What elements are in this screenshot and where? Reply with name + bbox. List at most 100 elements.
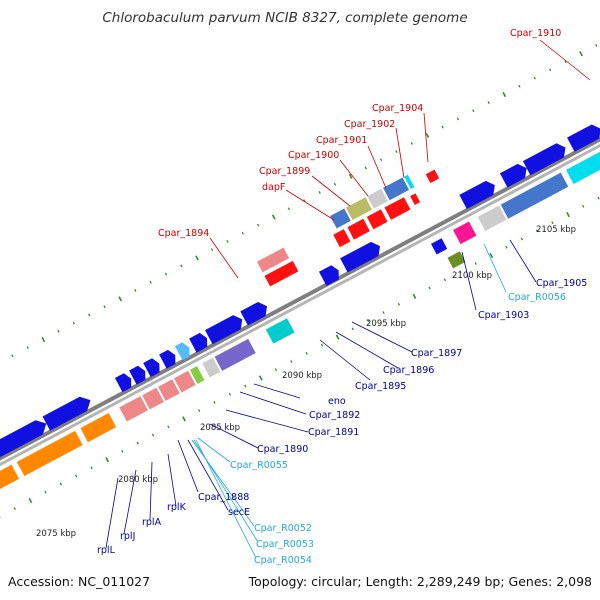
tick-mark xyxy=(257,223,260,227)
tick-mark xyxy=(134,289,137,292)
tick-mark xyxy=(274,368,278,372)
gene-arrow[interactable] xyxy=(447,251,466,269)
forward-strand xyxy=(0,122,600,458)
gene-label[interactable]: Cpar_1905 xyxy=(536,278,587,289)
gene-label[interactable]: Cpar_1896 xyxy=(383,365,434,376)
gene-arrow[interactable] xyxy=(202,357,221,378)
gene-label[interactable]: Cpar_R0056 xyxy=(508,292,566,303)
gene-arrow[interactable] xyxy=(425,169,440,184)
gene-arrow[interactable] xyxy=(566,149,600,184)
genome-track xyxy=(0,43,600,521)
tick-mark xyxy=(474,262,477,265)
gene-label[interactable]: secE xyxy=(228,507,250,518)
gene-label[interactable]: Cpar_1904 xyxy=(372,103,423,114)
gene-arrow[interactable] xyxy=(500,172,569,219)
gene-label[interactable]: Cpar_1891 xyxy=(308,427,359,438)
gene-arrow[interactable] xyxy=(143,356,163,378)
gene-label[interactable]: Cpar_1888 xyxy=(198,492,249,503)
tick-mark xyxy=(290,360,293,363)
gene-label[interactable]: Cpar_1892 xyxy=(309,410,360,421)
scale-label: 2085 kbp xyxy=(200,423,240,433)
tick-mark xyxy=(320,343,324,347)
tick-mark xyxy=(258,375,263,381)
gene-arrow[interactable] xyxy=(345,197,372,220)
gene-arrow[interactable] xyxy=(459,178,498,210)
gene-arrow[interactable] xyxy=(159,348,179,369)
gene-label[interactable]: Cpar_R0053 xyxy=(256,539,314,550)
gene-arrow[interactable] xyxy=(114,371,135,393)
gene-label[interactable]: Cpar_1899 xyxy=(259,166,310,177)
tick-track-upper xyxy=(11,43,598,358)
tick-mark xyxy=(366,319,370,323)
gene-arrow[interactable] xyxy=(256,247,290,273)
gene-arrow[interactable] xyxy=(0,416,50,458)
gene-arrow[interactable] xyxy=(264,260,299,287)
gene-arrow[interactable] xyxy=(158,379,180,401)
gene-arrow[interactable] xyxy=(205,312,246,345)
gene-arrow[interactable] xyxy=(453,221,477,245)
tick-mark xyxy=(88,313,91,317)
tick-mark xyxy=(244,384,247,388)
gene-arrow[interactable] xyxy=(80,413,117,443)
tick-mark xyxy=(305,351,308,355)
gene-label[interactable]: Cpar_1894 xyxy=(158,228,209,239)
gene-label[interactable]: eno xyxy=(328,396,346,407)
gene-label[interactable]: rplJ xyxy=(120,531,135,542)
gene-arrow[interactable] xyxy=(214,338,256,371)
gene-arrow[interactable] xyxy=(333,229,351,248)
gene-arrow[interactable] xyxy=(383,177,410,201)
gene-label[interactable]: Cpar_1900 xyxy=(288,150,339,161)
tick-mark xyxy=(459,270,462,274)
gene-arrow[interactable] xyxy=(318,263,342,286)
topology-text: Topology: circular; Length: 2,289,249 bp… xyxy=(248,574,592,589)
gene-label[interactable]: Cpar_1895 xyxy=(355,381,406,392)
gene-arrow[interactable] xyxy=(367,188,388,209)
gene-label[interactable]: rplK xyxy=(167,502,187,513)
tick-mark xyxy=(103,305,106,309)
gene-arrow[interactable] xyxy=(567,122,600,152)
gene-arrow[interactable] xyxy=(119,396,148,422)
gene-arrow[interactable] xyxy=(16,430,83,477)
scale-label: 2100 kbp xyxy=(452,271,492,281)
gene-label[interactable]: Cpar_R0052 xyxy=(254,523,312,534)
gene-arrow[interactable] xyxy=(499,161,530,188)
tick-mark xyxy=(487,101,490,104)
gene-arrow[interactable] xyxy=(404,174,415,189)
gene-label[interactable]: Cpar_1903 xyxy=(478,310,529,321)
gene-label[interactable]: dapF xyxy=(262,182,285,193)
scale-label: 2075 kbp xyxy=(36,529,76,539)
gene-label[interactable]: Cpar_1901 xyxy=(316,135,367,146)
gene-label[interactable]: Cpar_1897 xyxy=(411,348,462,359)
gene-label[interactable]: Cpar_1890 xyxy=(257,444,308,455)
gene-label[interactable]: rplL xyxy=(97,545,116,556)
tick-mark xyxy=(333,182,337,186)
gene-arrow[interactable] xyxy=(174,370,196,393)
gene-label[interactable]: rplA xyxy=(142,517,162,528)
gene-arrow[interactable] xyxy=(189,366,205,384)
gene-arrow[interactable] xyxy=(431,238,448,255)
tick-mark xyxy=(59,482,63,486)
gene-arrow[interactable] xyxy=(240,299,270,326)
tick-mark xyxy=(472,109,475,113)
gene-arrow[interactable] xyxy=(42,393,95,431)
gene-arrow[interactable] xyxy=(410,193,421,205)
gene-arrow[interactable] xyxy=(477,205,507,231)
gene-arrow[interactable] xyxy=(189,331,211,353)
gene-arrow[interactable] xyxy=(347,218,370,240)
tick-mark xyxy=(382,311,385,314)
gene-arrow[interactable] xyxy=(0,464,20,521)
gene-arrow[interactable] xyxy=(142,387,164,410)
gene-arrow[interactable] xyxy=(175,340,193,361)
gene-arrow[interactable] xyxy=(522,140,569,176)
gene-label[interactable]: Cpar_1902 xyxy=(344,119,395,130)
gene-arrow[interactable] xyxy=(366,209,388,230)
gene-arrow[interactable] xyxy=(384,197,411,220)
gene-arrow[interactable] xyxy=(340,239,384,273)
gene-label[interactable]: Cpar_R0054 xyxy=(254,555,312,566)
gene-label[interactable]: Cpar_R0055 xyxy=(230,460,288,471)
tick-mark xyxy=(11,354,14,358)
gene-label[interactable]: Cpar_1910 xyxy=(510,28,561,39)
gene-arrow[interactable] xyxy=(129,364,149,385)
gene-arrow[interactable] xyxy=(330,208,351,229)
gene-arrow[interactable] xyxy=(265,318,295,344)
